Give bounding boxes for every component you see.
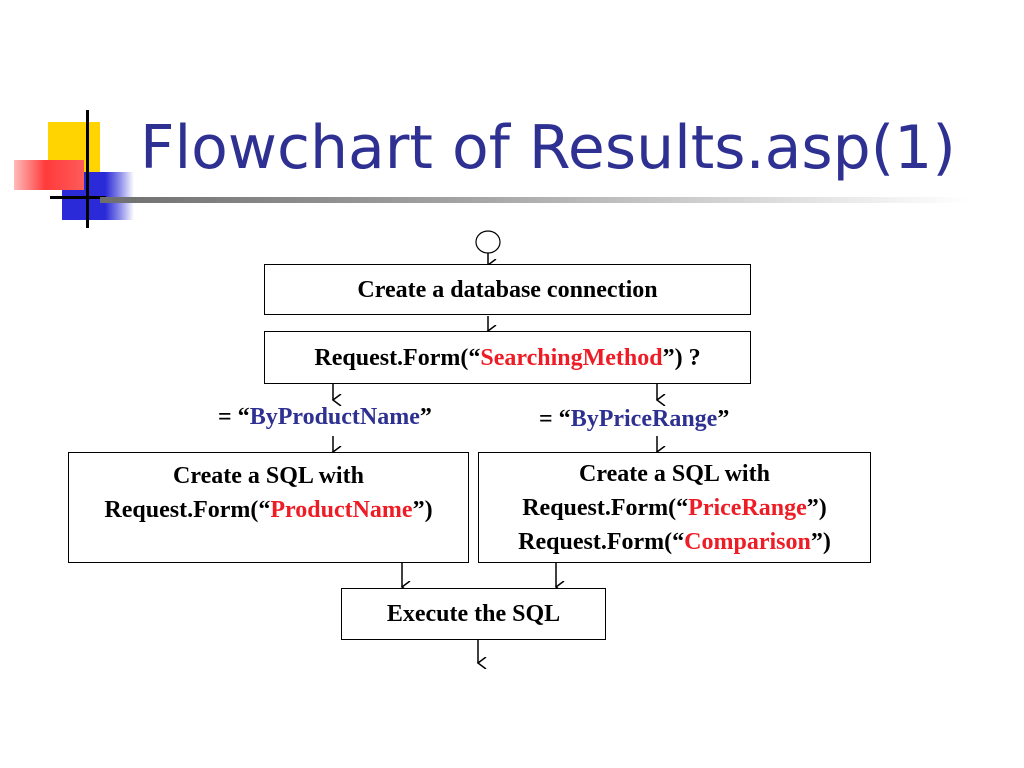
sql-price-line2: Request.Form(“PriceRange”) (522, 491, 827, 525)
sql-price-line2-prefix: Request.Form(“ (522, 494, 689, 521)
sql-product-line2-param: ProductName (270, 497, 413, 523)
box-create-connection: Create a database connection (264, 264, 751, 315)
box-sql-product: Create a SQL with Request.Form(“ProductN… (68, 452, 469, 563)
cond-price-suffix: ” (717, 406, 730, 432)
logo-red-bar (14, 160, 84, 190)
sql-price-line1: Create a SQL with (579, 460, 770, 487)
sql-price-line2-suffix: ”) (806, 494, 827, 521)
cond-by-price-range: = “ByPriceRange” (539, 406, 729, 433)
slide-title: Flowchart of Results.asp(1) (140, 113, 956, 183)
sql-price-line3-suffix: ”) (810, 528, 831, 555)
box-execute-sql: Execute the SQL (341, 588, 606, 640)
request-method-suffix: ”) ? (662, 344, 701, 371)
sql-price-line2-param: PriceRange (688, 494, 807, 521)
cond-product-prefix: = “ (218, 404, 250, 430)
box-request-method: Request.Form(“SearchingMethod”) ? (264, 331, 751, 384)
execute-sql-text: Execute the SQL (386, 601, 561, 627)
sql-price-line3: Request.Form(“Comparison”) (518, 525, 831, 559)
sql-product-line2: Request.Form(“ProductName”) (104, 493, 432, 527)
create-connection-text: Create a database connection (357, 276, 658, 303)
cond-price-prefix: = “ (539, 406, 571, 432)
request-method-param: SearchingMethod (480, 344, 663, 371)
sql-price-line3-param: Comparison (684, 528, 811, 555)
start-node (475, 230, 501, 254)
cond-price-value: ByPriceRange (570, 406, 718, 432)
request-method-prefix: Request.Form(“ (314, 344, 481, 371)
logo-horizontal-line (50, 196, 106, 199)
sql-product-line2-suffix: ”) (412, 497, 433, 523)
title-underline (100, 197, 970, 203)
box-sql-price: Create a SQL with Request.Form(“PriceRan… (478, 452, 871, 563)
logo-vertical-line (86, 110, 89, 228)
cond-by-product-name: = “ByProductName” (218, 404, 432, 431)
cond-product-value: ByProductName (249, 404, 420, 430)
sql-price-line3-prefix: Request.Form(“ (518, 528, 685, 555)
sql-product-line2-prefix: Request.Form(“ (104, 497, 271, 523)
request-method-line: Request.Form(“SearchingMethod”) ? (314, 341, 700, 375)
cond-product-suffix: ” (419, 404, 432, 430)
sql-product-line1: Create a SQL with (173, 463, 364, 489)
